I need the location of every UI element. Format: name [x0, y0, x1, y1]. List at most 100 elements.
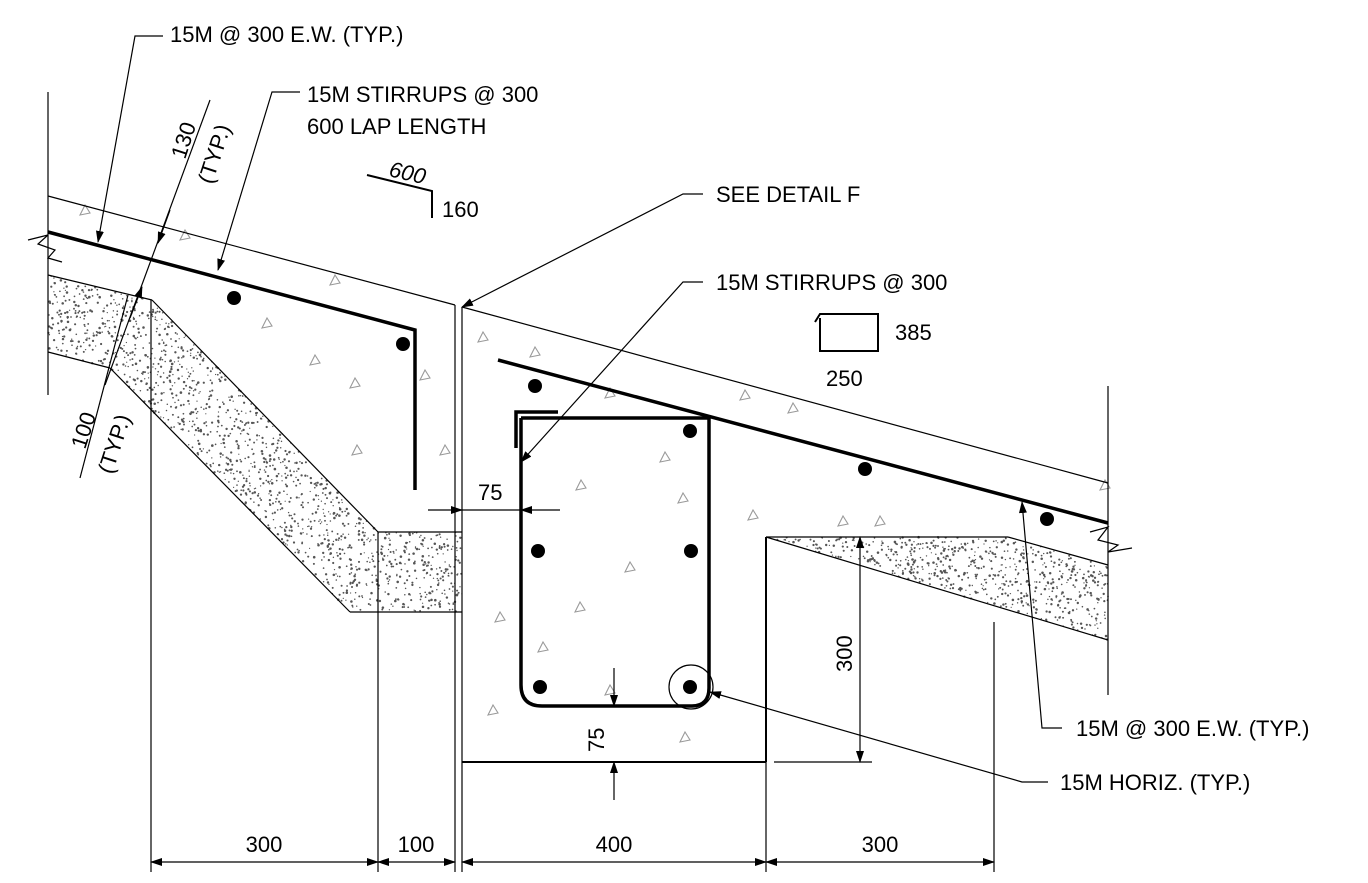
soil-dot	[86, 332, 88, 334]
soil-dot	[934, 546, 937, 549]
soil-dot	[1098, 570, 1101, 573]
soil-dot	[250, 462, 252, 465]
soil-dot	[232, 472, 235, 475]
soil-dot	[436, 552, 439, 555]
soil-dot	[171, 413, 174, 416]
soil-dot	[196, 351, 199, 354]
soil-dot	[230, 395, 233, 398]
depth-label: 300	[832, 635, 857, 672]
soil-dot	[438, 533, 441, 536]
soil-dot	[892, 553, 895, 556]
soil-dot	[371, 574, 374, 576]
soil-dot	[394, 558, 397, 561]
soil-dot	[92, 334, 96, 337]
soil-dot	[1062, 616, 1065, 619]
soil-dot	[314, 573, 317, 576]
soil-dot	[269, 480, 272, 482]
soil-dot	[1045, 618, 1048, 621]
soil-dot	[162, 341, 165, 343]
soil-dot	[421, 605, 425, 609]
soil-dot	[210, 465, 212, 468]
soil-dot	[322, 487, 325, 490]
soil-dot	[159, 375, 162, 378]
soil-dot	[947, 548, 950, 551]
soil-dot	[335, 496, 339, 500]
soil-dot	[1050, 582, 1053, 585]
soil-dot	[430, 567, 433, 571]
soil-dot	[981, 587, 984, 590]
soil-dot	[966, 571, 969, 574]
soil-dot	[1014, 563, 1016, 565]
soil-dot	[371, 552, 373, 554]
soil-dot	[934, 544, 937, 547]
soil-dot	[161, 312, 164, 314]
soil-dot	[259, 468, 262, 471]
soil-dot	[292, 541, 296, 544]
soil-dot	[955, 569, 958, 572]
soil-dot	[422, 563, 425, 567]
soil-dot	[162, 342, 165, 345]
soil-dot	[1025, 594, 1029, 597]
soil-dot	[430, 598, 433, 602]
soil-dot	[108, 332, 111, 335]
soil-dot	[347, 522, 350, 525]
soil-dot	[380, 545, 383, 547]
soil-dot	[865, 543, 867, 545]
soil-dot	[1081, 576, 1085, 580]
soil-dot	[387, 582, 390, 585]
soil-dot	[914, 577, 917, 580]
soil-dot	[1048, 588, 1050, 590]
soil-dot	[358, 581, 361, 584]
soil-dot	[1021, 552, 1023, 554]
soil-dot	[399, 555, 403, 558]
soil-dot	[357, 538, 360, 541]
soil-dot	[1022, 604, 1025, 607]
soil-dot	[157, 370, 160, 373]
soil-dot	[260, 418, 263, 420]
soil-dot	[1060, 593, 1063, 595]
soil-dot	[944, 569, 947, 572]
soil-dot	[199, 363, 201, 366]
soil-dot	[340, 539, 342, 541]
soil-dot	[109, 302, 113, 305]
soil-dot	[142, 370, 145, 374]
soil-dot	[1068, 554, 1071, 557]
soil-dot	[170, 426, 173, 429]
soil-dot	[1043, 578, 1045, 580]
soil-dot	[909, 571, 913, 575]
soil-dot	[947, 556, 949, 558]
soil-dot	[121, 297, 124, 300]
soil-dot	[126, 310, 129, 314]
soil-dot	[1053, 561, 1056, 564]
soil-dot	[1079, 622, 1083, 625]
soil-dot	[418, 536, 421, 538]
soil-dot	[354, 598, 356, 600]
soil-dot	[415, 547, 419, 551]
soil-dot	[794, 538, 797, 541]
soil-dot	[278, 491, 281, 495]
soil-dot	[312, 555, 316, 559]
soil-dot	[952, 583, 955, 585]
soil-dot	[332, 505, 334, 507]
soil-dot	[1005, 566, 1007, 569]
soil-dot	[998, 570, 1000, 573]
soil-dot	[230, 472, 232, 474]
soil-dot	[106, 349, 110, 352]
rebar-dot	[396, 337, 410, 351]
soil-dot	[138, 314, 141, 317]
soil-dot	[216, 399, 219, 401]
soil-dot	[136, 377, 139, 380]
soil-dot	[335, 573, 337, 575]
soil-dot	[244, 492, 248, 495]
soil-dot	[387, 555, 389, 557]
soil-dot	[398, 575, 402, 578]
soil-dot	[295, 484, 298, 487]
left-top-rebar	[47, 230, 417, 490]
soil-dot	[1070, 623, 1073, 626]
soil-dot	[316, 508, 319, 510]
soil-dot	[102, 310, 105, 313]
soil-dot	[133, 378, 137, 382]
soil-dot	[1045, 602, 1048, 605]
soil-dot	[262, 482, 265, 485]
soil-dot	[456, 589, 459, 592]
